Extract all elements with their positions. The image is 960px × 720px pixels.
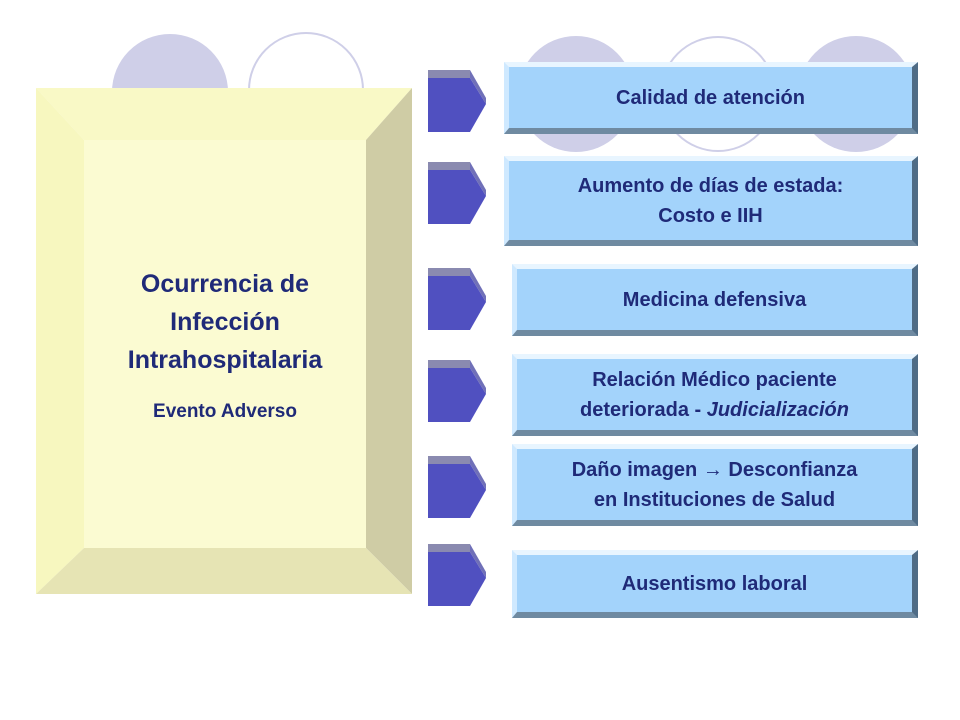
effect-line: deteriorada - Judicialización <box>580 395 849 425</box>
main-title: Ocurrencia de Infección Intrahospitalari… <box>127 270 323 374</box>
effect-box-relacion-medico: Relación Médico paciente deteriorada - J… <box>512 354 918 436</box>
arrow-right-icon <box>428 268 486 330</box>
arrow-right-icon <box>428 544 486 606</box>
effect-line-italic: Judicialización <box>706 398 849 421</box>
effect-box-dano-imagen: Daño imagen → Desconfianza en Institucio… <box>512 444 918 526</box>
arrow-right-glyph-icon: → <box>702 458 723 481</box>
arrow-right-icon <box>428 70 486 132</box>
effect-text: Medicina defensiva <box>622 288 807 311</box>
effect-box-ausentismo: Ausentismo laboral <box>512 550 918 618</box>
main-box-bevel <box>36 88 412 594</box>
main-cause-text: Ocurrencia de Infección Intrahospitalari… <box>84 140 366 548</box>
effect-box-dias-estada: Aumento de días de estada: Costo e IIH <box>504 156 918 246</box>
effect-box-calidad: Calidad de atención <box>504 62 918 134</box>
effect-box-medicina-defensiva: Medicina defensiva <box>512 264 918 336</box>
effect-line: Relación Médico paciente <box>592 368 837 391</box>
effect-line: Costo e IIH <box>658 204 763 227</box>
effect-line-part: Desconfianza <box>722 458 858 481</box>
arrow-right-icon <box>428 360 486 422</box>
effect-line-part: Daño imagen <box>571 458 703 481</box>
effect-line: Daño imagen → Desconfianza <box>572 455 858 485</box>
arrow-right-icon <box>428 456 486 518</box>
main-cause-box <box>36 88 412 594</box>
main-subtitle: Evento Adverso <box>153 401 297 422</box>
effect-text: Ausentismo laboral <box>621 572 808 595</box>
effect-text: Calidad de atención <box>616 86 805 109</box>
arrow-right-icon <box>428 162 486 224</box>
effect-line: en Instituciones de Salud <box>593 488 836 511</box>
effect-line-plain: deteriorada - <box>580 398 707 421</box>
effect-line: Aumento de días de estada: <box>577 174 844 197</box>
